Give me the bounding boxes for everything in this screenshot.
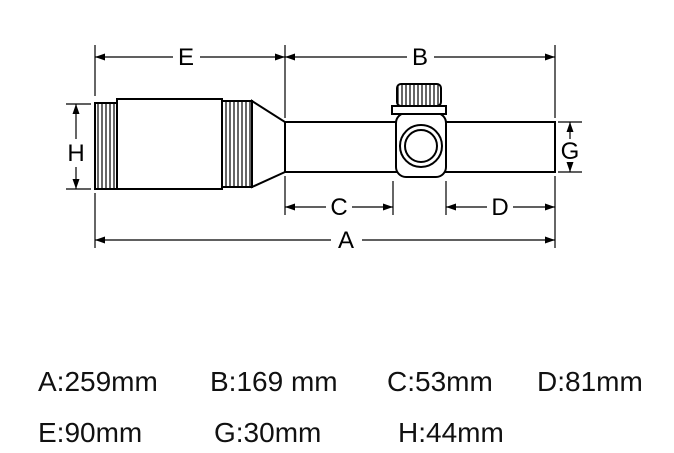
dimension-a xyxy=(94,176,556,248)
taper-section xyxy=(251,99,286,189)
turret-flange xyxy=(391,105,447,115)
zoom-ring xyxy=(221,100,253,188)
dim-label-e: E xyxy=(178,44,194,71)
scope-body xyxy=(94,83,556,190)
spec-a: A:259mm xyxy=(38,366,158,397)
dimension-d xyxy=(445,181,555,215)
dimension-c xyxy=(284,176,394,215)
dimension-g xyxy=(558,121,582,173)
turret-inner-circle xyxy=(404,129,438,163)
dim-label-b: B xyxy=(412,44,428,71)
dim-label-a: A xyxy=(338,227,354,254)
spec-g: G:30mm xyxy=(214,417,322,448)
dim-label-g: G xyxy=(561,138,580,165)
spec-b: B:169 mm xyxy=(210,366,338,397)
eyepiece-knurled-ring xyxy=(94,102,118,190)
scope-diagram: E B H G C D A xyxy=(66,44,582,254)
dimension-b xyxy=(285,45,556,118)
dimension-labels: E B H G C D A xyxy=(67,44,579,254)
eyepiece-bell xyxy=(116,98,223,190)
dimension-h xyxy=(66,103,91,190)
turret-outer-circle xyxy=(399,124,443,168)
turret-cap xyxy=(396,83,442,107)
dim-label-d: D xyxy=(491,194,508,221)
dim-label-h: H xyxy=(67,140,84,167)
spec-h: H:44mm xyxy=(398,417,504,448)
dim-label-c: C xyxy=(330,194,347,221)
spec-d: D:81mm xyxy=(537,366,643,397)
dimensions xyxy=(66,45,582,248)
spec-e: E:90mm xyxy=(38,417,143,448)
spec-c: C:53mm xyxy=(387,366,493,397)
